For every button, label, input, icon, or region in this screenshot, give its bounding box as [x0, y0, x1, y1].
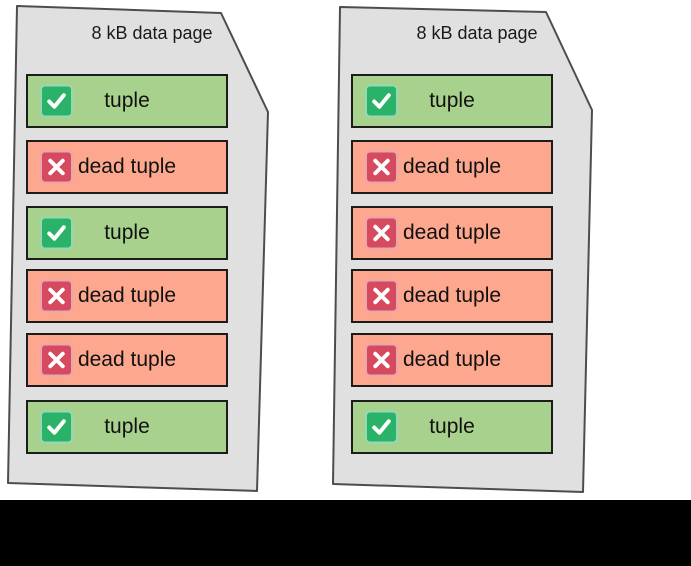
check-icon: [365, 84, 398, 118]
dead-tuple-row: dead tuple: [26, 269, 228, 323]
row-label: tuple: [429, 89, 475, 112]
dead-tuple-row: dead tuple: [26, 140, 228, 194]
cross-icon: [40, 279, 73, 313]
check-icon: [40, 410, 73, 444]
cross-icon: [365, 216, 398, 250]
page-title: 8 kB data page: [416, 23, 538, 43]
dead-tuple-row: dead tuple: [351, 269, 553, 323]
row-label: dead tuple: [402, 284, 502, 307]
row-label: tuple: [104, 89, 150, 112]
row-label: dead tuple: [402, 155, 502, 178]
data-page-left: 8 kB data page tuple dead tuple tuple dead …: [0, 0, 280, 500]
tuple-row: tuple: [26, 74, 228, 128]
row-label: dead tuple: [77, 348, 177, 371]
dead-tuple-row: dead tuple: [351, 206, 553, 260]
dead-tuple-row: dead tuple: [26, 333, 228, 387]
check-icon: [365, 410, 398, 444]
cross-icon: [365, 150, 398, 184]
row-label: tuple: [104, 221, 150, 244]
check-icon: [40, 216, 73, 250]
cross-icon: [40, 343, 73, 377]
row-label: dead tuple: [402, 348, 502, 371]
row-label: dead tuple: [77, 284, 177, 307]
row-label: tuple: [104, 415, 150, 438]
cross-icon: [365, 279, 398, 313]
page-title: 8 kB data page: [91, 23, 213, 43]
check-icon: [40, 84, 73, 118]
dead-tuple-row: dead tuple: [351, 333, 553, 387]
data-page-right: 8 kB data page tuple dead tuple dead tuple…: [325, 0, 605, 500]
black-bar: [0, 500, 691, 566]
row-label: dead tuple: [77, 155, 177, 178]
row-label: dead tuple: [402, 221, 502, 244]
tuple-row: tuple: [26, 206, 228, 260]
tuple-row: tuple: [351, 74, 553, 128]
tuple-row: tuple: [351, 400, 553, 454]
dead-tuple-row: dead tuple: [351, 140, 553, 194]
cross-icon: [365, 343, 398, 377]
cross-icon: [40, 150, 73, 184]
row-label: tuple: [429, 415, 475, 438]
tuple-row: tuple: [26, 400, 228, 454]
